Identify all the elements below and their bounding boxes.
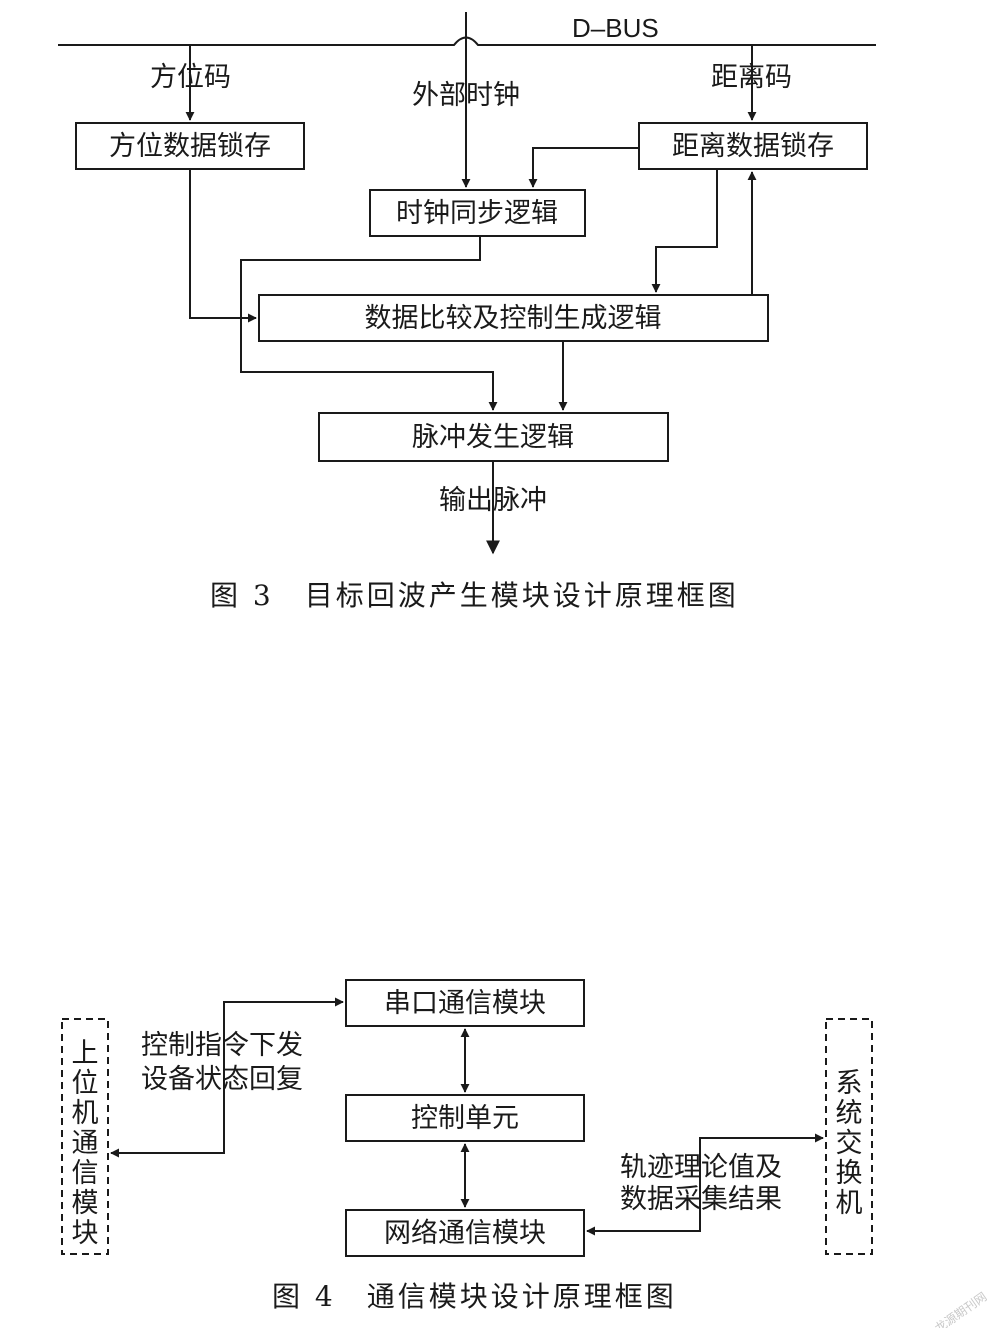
- svg-text:通: 通: [72, 1128, 99, 1159]
- output-pulse-label: 输出脉冲: [439, 485, 547, 516]
- watermark: 龙源期刊网: [932, 1290, 989, 1328]
- figure-3-caption: 图 3 目标回波产生模块设计原理框图: [210, 579, 739, 612]
- range-latch-label: 距离数据锁存: [672, 131, 834, 162]
- svg-text:统: 统: [836, 1098, 863, 1129]
- control-unit-box: [345, 1094, 585, 1142]
- azimuth-latch-label: 方位数据锁存: [109, 131, 271, 162]
- device-status-label: 设备状态回复: [141, 1064, 303, 1095]
- host-comm-box: [61, 1018, 109, 1255]
- host-serial-link: [110, 997, 344, 1158]
- figure-4: 上 位 机 通 信 模 块 系 统 交 换 机 串口通信模块 控制单元 网络通信…: [61, 979, 873, 1313]
- svg-text:系: 系: [836, 1068, 863, 1099]
- control-command-label: 控制指令下发: [141, 1030, 303, 1061]
- control-unit-label: 控制单元: [411, 1103, 519, 1134]
- data-collection-label: 数据采集结果: [620, 1184, 782, 1215]
- svg-text:交: 交: [836, 1128, 863, 1159]
- figure-3: D–BUS 方位码 外部时钟 距离码 方位数据锁存 距离数据锁存 时钟同步逻辑 …: [58, 12, 876, 612]
- compare-logic-label: 数据比较及控制生成逻辑: [365, 303, 662, 334]
- host-comm-label: 上 位 机 通 信 模 块: [72, 1038, 99, 1249]
- svg-text:位: 位: [72, 1068, 99, 1099]
- azimuth-latch-to-compare: [189, 169, 257, 323]
- serial-module-label: 串口通信模块: [384, 988, 546, 1019]
- network-module-box: [345, 1209, 585, 1257]
- range-latch-to-compare: [651, 169, 718, 293]
- svg-text:换: 换: [836, 1158, 863, 1189]
- system-switch-label: 系 统 交 换 机: [836, 1068, 863, 1219]
- pulse-logic-label: 脉冲发生逻辑: [412, 422, 574, 453]
- range-latch-to-clock-sync: [528, 147, 639, 188]
- serial-module-box: [345, 979, 585, 1027]
- svg-text:机: 机: [836, 1188, 863, 1219]
- trajectory-label: 轨迹理论值及: [620, 1152, 782, 1183]
- clock-sync-box: [369, 189, 586, 237]
- svg-text:信: 信: [72, 1158, 99, 1189]
- network-module-label: 网络通信模块: [384, 1218, 546, 1249]
- network-switch-link: [586, 1133, 824, 1236]
- svg-text:模: 模: [72, 1188, 99, 1219]
- svg-text:上: 上: [72, 1038, 99, 1069]
- svg-text:机: 机: [72, 1098, 99, 1129]
- dbus-label: D–BUS: [572, 13, 659, 43]
- azimuth-latch-box: [75, 122, 305, 170]
- clock-sync-to-pulse: [240, 236, 498, 411]
- clock-sync-label: 时钟同步逻辑: [396, 198, 558, 229]
- compare-logic-box: [258, 294, 769, 342]
- system-switch-box: [825, 1018, 873, 1255]
- range-latch-box: [638, 122, 868, 170]
- figure-4-caption: 图 4 通信模块设计原理框图: [272, 1280, 677, 1313]
- svg-text:块: 块: [72, 1218, 99, 1249]
- pulse-logic-box: [318, 412, 669, 462]
